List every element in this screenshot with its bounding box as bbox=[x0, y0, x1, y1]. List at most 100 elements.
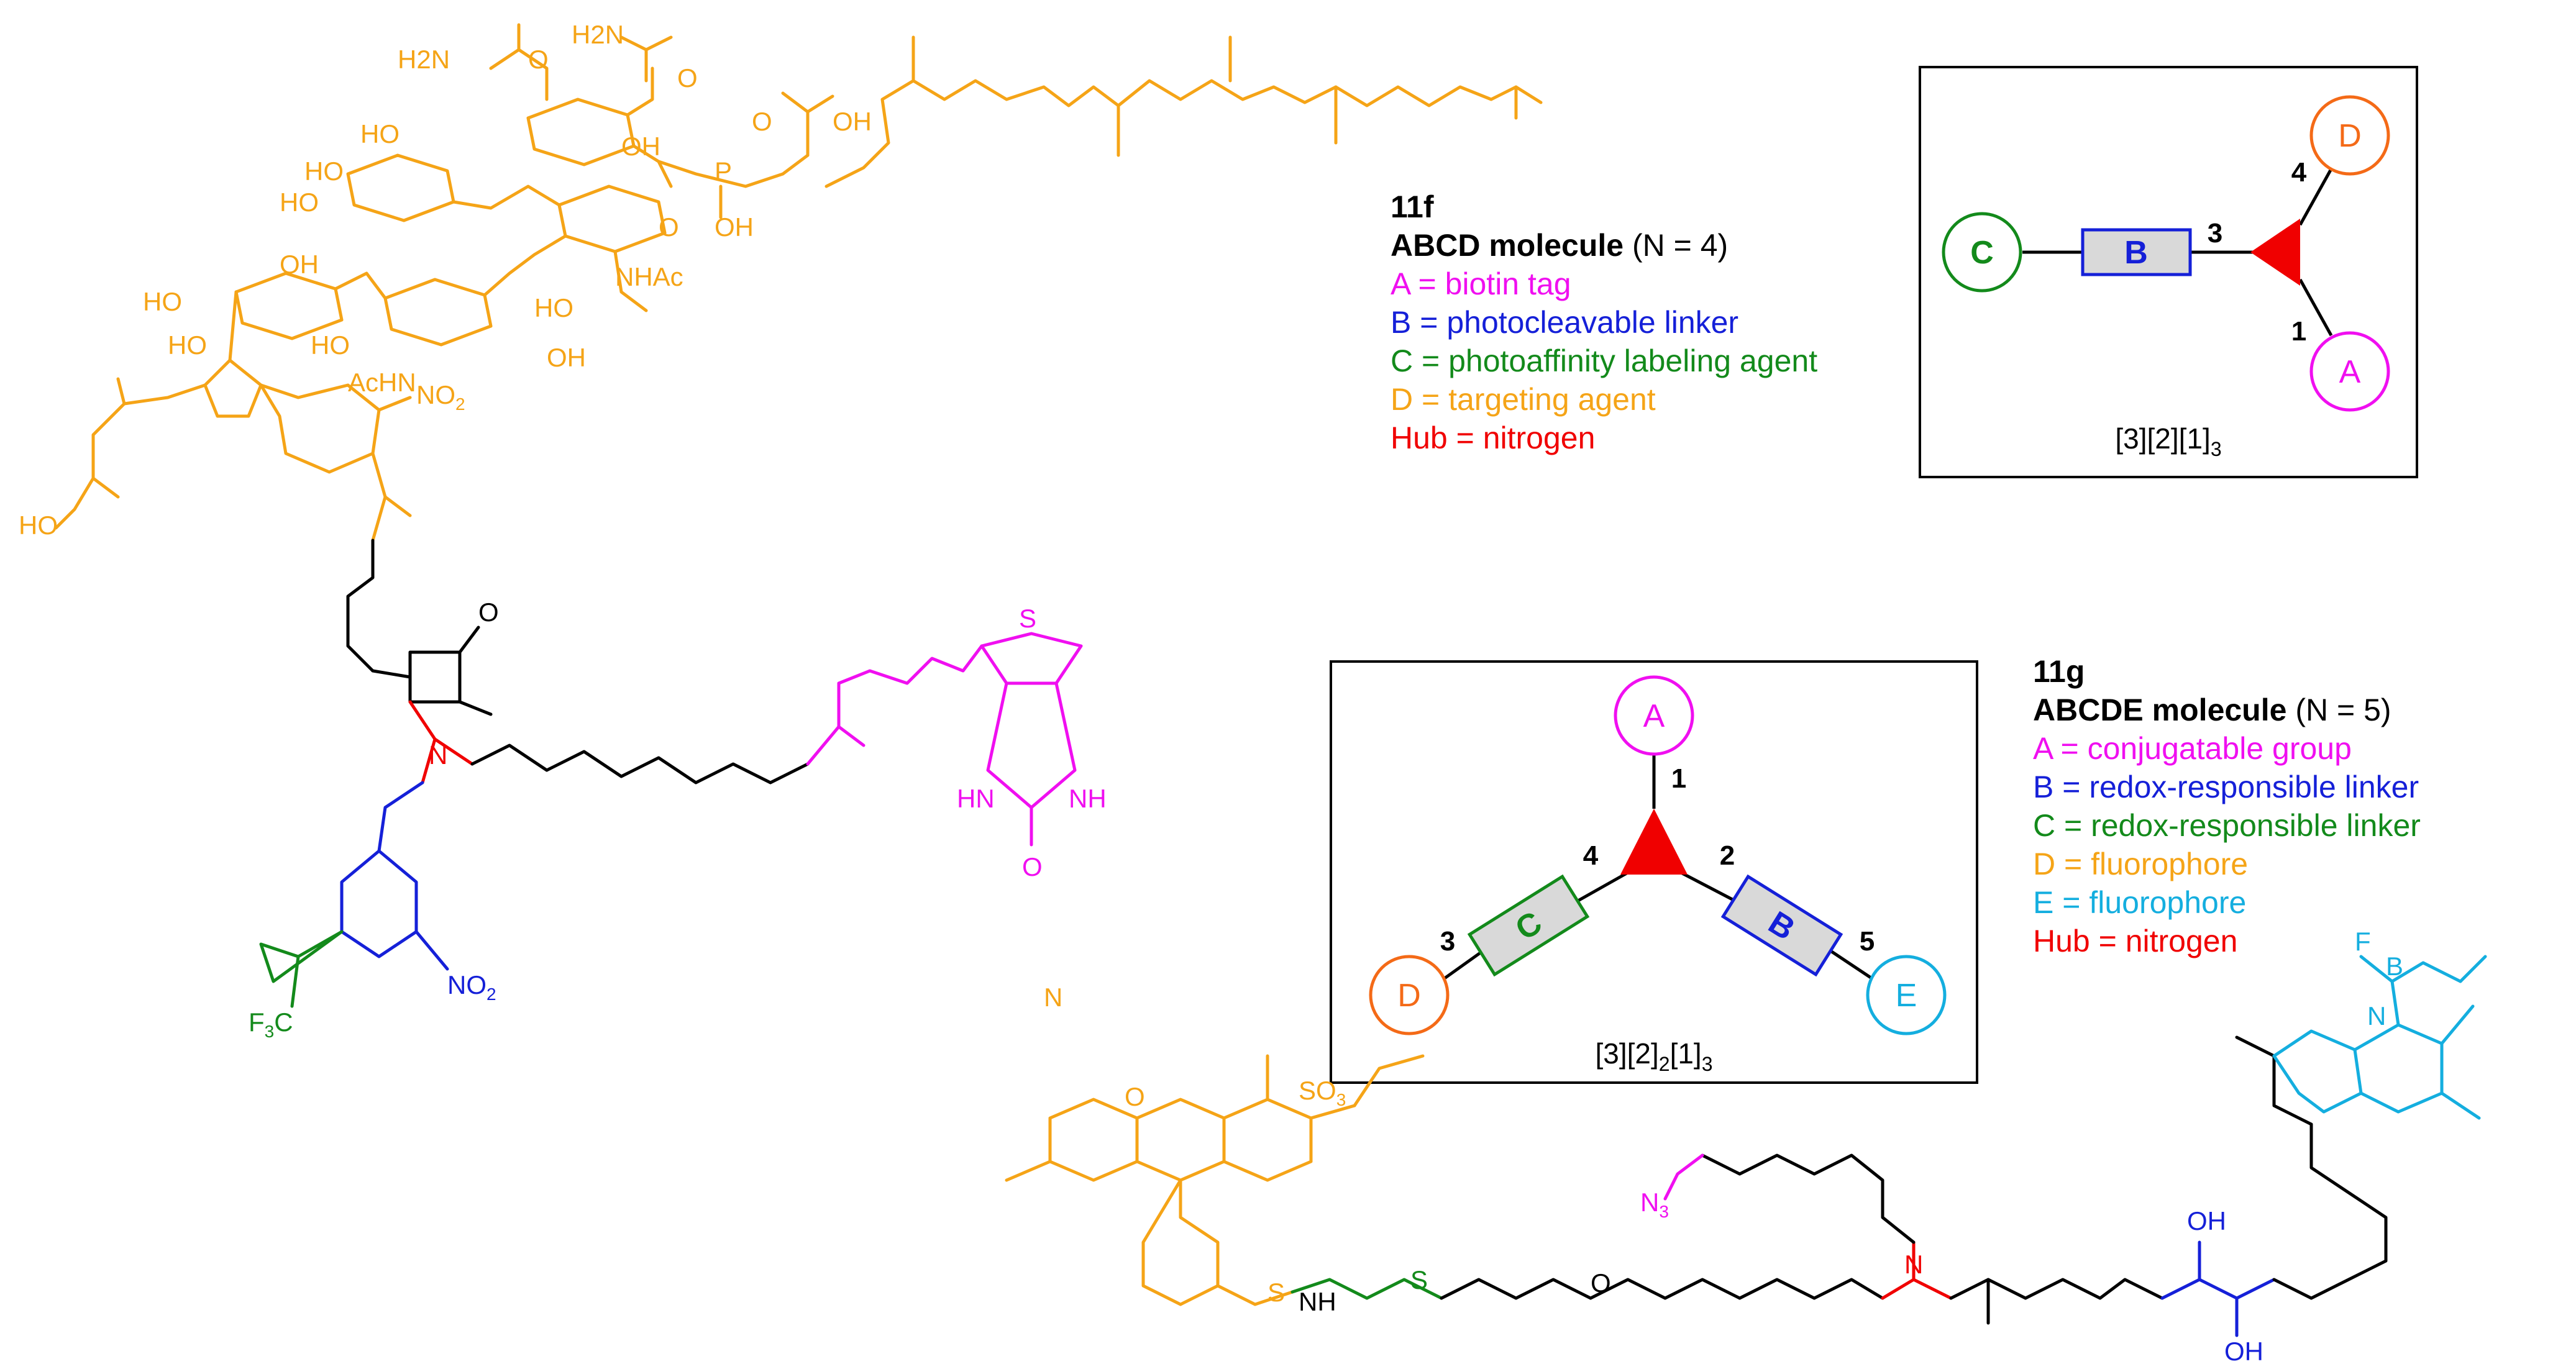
edge-number-2-11g: 2 bbox=[1720, 840, 1735, 871]
edge-number-3-11f: 3 bbox=[2208, 218, 2222, 248]
legend-11f-heading: ABCD molecule (N = 4) bbox=[1391, 226, 1817, 265]
label-carbamate-o: O bbox=[528, 45, 549, 74]
fluorophore-d-moiety bbox=[1005, 1054, 1425, 1306]
molecule-11f bbox=[54, 23, 1543, 1008]
label-oh-11g-top: OH bbox=[2187, 1206, 2226, 1235]
label-hooc: HO bbox=[19, 511, 58, 540]
legend-11g: 11g ABCDE molecule (N = 5) A = conjugata… bbox=[2033, 652, 2421, 960]
aryl-linker bbox=[259, 383, 493, 785]
legend-11f-item-a: A = biotin tag bbox=[1391, 266, 1571, 301]
molecule-11f-labels: H2N H2N O O OH O NHAc AcHN P O OH HO HO … bbox=[19, 20, 1107, 1041]
label-bodipy-n: N bbox=[2367, 1001, 2386, 1030]
legend-11f-item-b: B = photocleavable linker bbox=[1391, 305, 1739, 340]
targeting-agent-moiety bbox=[54, 23, 1543, 530]
label-ss: S bbox=[1410, 1265, 1428, 1294]
label-bodipy-b: B bbox=[2386, 952, 2403, 981]
label-biotin-nh: NH bbox=[1069, 784, 1107, 813]
node-e-11g-label: E bbox=[1896, 978, 1917, 1014]
label-rhod-o: O bbox=[1125, 1082, 1145, 1111]
edge-number-3-11g: 3 bbox=[1440, 926, 1455, 957]
schematic-11f-frame bbox=[1919, 66, 2418, 478]
label-acid-o: O bbox=[752, 107, 772, 136]
schematic-11g: A C B D E 1 2 4 3 5 [3][2]2[1]3 bbox=[1330, 660, 1978, 1084]
label-nitro-aryl: NO2 bbox=[416, 380, 465, 414]
node-c-11f-label: C bbox=[1970, 235, 1994, 271]
label-phosphate-p: P bbox=[715, 157, 732, 186]
label-rhod-n: N bbox=[1044, 983, 1062, 1012]
legend-11g-count: (N = 5) bbox=[2295, 693, 2391, 727]
schematic-11f: C B D A 3 4 1 [3][2][1]3 bbox=[1919, 66, 2418, 478]
molecule-11g-labels: N3 N B F N SO3 S NH S O OH OH N O bbox=[1044, 927, 2403, 1366]
legend-11f-title: ABCD molecule bbox=[1391, 228, 1624, 263]
label-squaramide-o: O bbox=[478, 598, 499, 627]
legend-11g-item-e: E = fluorophore bbox=[2033, 885, 2247, 920]
label-phosphate-o: O bbox=[659, 212, 679, 242]
notation-11f: [3][2][1]3 bbox=[2115, 422, 2221, 460]
label-oh-3: OH bbox=[621, 132, 660, 161]
label-n3: N3 bbox=[1640, 1188, 1669, 1221]
node-a-11g-label: A bbox=[1643, 698, 1665, 734]
label-nh-11g: NH bbox=[1299, 1287, 1336, 1316]
node-c-11g bbox=[1467, 874, 1590, 977]
label-oh-1: OH bbox=[280, 250, 319, 279]
label-nitro-bottom: NO2 bbox=[447, 970, 496, 1004]
label-so3: SO3 bbox=[1299, 1076, 1346, 1109]
node-a-11f bbox=[2309, 331, 2390, 412]
label-ho-6: HO bbox=[311, 330, 350, 360]
node-a-11g bbox=[1614, 675, 1694, 756]
edge-number-1-11g: 1 bbox=[1671, 763, 1686, 794]
edge-number-1-11f: 1 bbox=[2291, 316, 2306, 347]
legend-11g-item-hub: Hub = nitrogen bbox=[2033, 924, 2238, 958]
label-biotin-hn: HN bbox=[957, 784, 995, 813]
label-n-hub-11f: N bbox=[429, 740, 447, 770]
node-d-11f bbox=[2309, 95, 2390, 176]
label-o-11g: O bbox=[1591, 1268, 1611, 1298]
label-bodipy-f: F bbox=[2355, 927, 2371, 956]
node-d-11g bbox=[1369, 955, 1450, 1035]
notation-11g: [3][2]2[1]3 bbox=[1595, 1037, 1712, 1075]
hub-triangle-11g bbox=[1620, 809, 1688, 875]
legend-11g-item-d: D = fluorophore bbox=[2033, 847, 2249, 881]
edge-number-4-11g: 4 bbox=[1583, 840, 1599, 871]
label-h2n-left: H2N bbox=[398, 45, 450, 74]
label-oh-2: OH bbox=[547, 343, 586, 372]
biotin-moiety bbox=[470, 632, 1083, 847]
edge-number-5-11g: 5 bbox=[1860, 926, 1875, 957]
label-achn: AcHN bbox=[348, 368, 416, 397]
label-ho-7: HO bbox=[534, 293, 573, 322]
label-acid-oh: OH bbox=[833, 107, 872, 136]
label-sulfonamide-s: S bbox=[1267, 1278, 1285, 1307]
node-e-11g bbox=[1866, 955, 1947, 1035]
legend-11g-title: ABCDE molecule bbox=[2033, 693, 2287, 727]
label-biotin-o: O bbox=[1022, 852, 1043, 881]
label-n-hub-11g: N bbox=[1904, 1250, 1923, 1279]
label-nhac: NHAc bbox=[615, 262, 683, 291]
label-ho-5: HO bbox=[168, 330, 207, 360]
node-d-11g-label: D bbox=[1397, 978, 1421, 1014]
label-oh-11g-bottom: OH bbox=[2224, 1337, 2263, 1366]
node-c-11f bbox=[1942, 212, 2022, 293]
node-d-11f-label: D bbox=[2338, 118, 2362, 154]
label-phosphate-oh: OH bbox=[715, 212, 754, 242]
label-ho-3: HO bbox=[280, 188, 319, 217]
label-h2n-right: H2N bbox=[572, 20, 624, 49]
node-b-11f bbox=[2081, 228, 2192, 276]
molecule-11g bbox=[1005, 955, 2487, 1337]
legend-11f-code: 11f bbox=[1391, 189, 1434, 224]
fluorophore-e-moiety bbox=[2272, 955, 2487, 1120]
legend-11g-item-b: B = redox-responsible linker bbox=[2033, 770, 2419, 804]
edge-number-4-11f: 4 bbox=[2291, 157, 2307, 188]
photoaffinity-moiety bbox=[259, 781, 449, 1008]
label-ho-2: HO bbox=[304, 157, 344, 186]
label-ho-4: HO bbox=[143, 287, 182, 316]
legend-11f-item-hub: Hub = nitrogen bbox=[1391, 421, 1596, 455]
legend-11g-heading: ABCDE molecule (N = 5) bbox=[2033, 691, 2421, 729]
label-biotin-s: S bbox=[1019, 604, 1036, 633]
legend-11f-count: (N = 4) bbox=[1632, 228, 1729, 263]
legend-11f: 11f ABCD molecule (N = 4) A = biotin tag… bbox=[1391, 188, 1817, 457]
hub-triangle-11f bbox=[2250, 219, 2300, 286]
label-cf3c: F3C bbox=[249, 1007, 293, 1041]
label-amide-o: O bbox=[677, 63, 698, 93]
legend-11g-item-a: A = conjugatable group bbox=[2033, 731, 2352, 766]
